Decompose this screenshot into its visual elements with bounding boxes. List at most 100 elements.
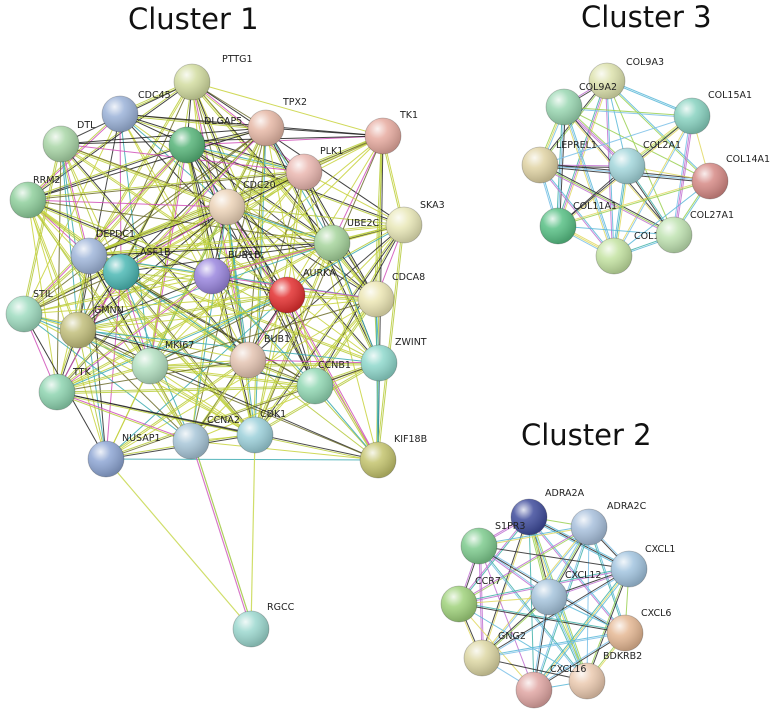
node-ccnb1[interactable]: CCNB1 [296, 360, 351, 405]
edge-bub1b-ttk [56, 275, 213, 393]
edge-tpx2-dtl [60, 127, 267, 145]
node-leprel1[interactable]: LEPREL1 [521, 140, 597, 184]
edge-s1pr3-bdkrb2 [477, 546, 587, 683]
node-gloss [230, 342, 266, 378]
node-cxcl16[interactable]: CXCL16 [515, 664, 586, 709]
node-dlgap5[interactable]: DLGAP5 [168, 116, 242, 164]
node-depdc1[interactable]: DEPDC1 [70, 229, 135, 275]
edge-ube2c-depdc1 [88, 240, 332, 255]
node-cdca8[interactable]: CDCA8 [357, 272, 425, 318]
edge-tk1-dtl [60, 135, 384, 145]
node-mki67[interactable]: MKI67 [131, 340, 194, 385]
node-gloss [531, 579, 567, 615]
node-col15a1[interactable]: COL15A1 [673, 90, 752, 135]
node-gng2[interactable]: GNG2 [463, 631, 526, 677]
node-cxcl1[interactable]: CXCL1 [610, 544, 675, 588]
edge-pttg1-gmnn [77, 81, 193, 331]
edge-leprel1-col18a1 [539, 164, 615, 257]
edge-pttg1-cdca8 [190, 82, 376, 301]
node-label: ADRA2C [607, 501, 647, 512]
node-col27a1[interactable]: COL27A1 [655, 210, 734, 254]
edge-plk1-stil [23, 171, 305, 315]
node-cxcl12[interactable]: CXCL12 [530, 570, 601, 616]
node-col11a1[interactable]: COL11A1 [539, 201, 617, 245]
node-ska3[interactable]: SKA3 [385, 200, 445, 244]
edge-tk1-asf1b [120, 135, 384, 273]
node-label: ADRA2A [545, 488, 585, 499]
node-adra2c[interactable]: ADRA2C [570, 501, 647, 546]
node-label: RGCC [267, 602, 295, 613]
node-ttk[interactable]: TTK [38, 367, 91, 411]
node-label: TPX2 [282, 97, 307, 108]
node-bdkrb2[interactable]: BDKRB2 [568, 651, 642, 700]
node-bub1[interactable]: BUB1 [229, 334, 290, 379]
edge-col14a1-col18a1 [613, 180, 711, 257]
edge-gmnn-ccnb1 [77, 329, 316, 387]
node-bub1b[interactable]: BUB1B [193, 250, 261, 295]
edge-bub1b-zwint [211, 275, 380, 364]
node-rgcc[interactable]: RGCC [232, 602, 295, 648]
node-gloss [692, 163, 728, 199]
node-col9a3[interactable]: COL9A3 [588, 57, 664, 100]
node-asf1b[interactable]: ASF1B [102, 247, 171, 291]
edge-cdc20-cdk1 [224, 207, 254, 436]
node-cdk1[interactable]: CDK1 [236, 409, 286, 454]
node-cxcl6[interactable]: CXCL6 [606, 608, 671, 652]
node-label: CXCL16 [550, 664, 586, 675]
edge-pttg1-plk1 [191, 81, 305, 173]
node-plk1[interactable]: PLK1 [285, 146, 343, 191]
node-gloss [248, 110, 284, 146]
node-label: CXCL12 [565, 570, 601, 581]
node-aurka[interactable]: AURKA [268, 268, 336, 314]
node-adra2a[interactable]: ADRA2A [510, 488, 585, 536]
edge-adra2c-s1pr3 [478, 526, 590, 547]
edge-tpx2-tk1 [265, 127, 384, 137]
node-zwint[interactable]: ZWINT [360, 337, 427, 382]
node-gloss [511, 499, 547, 535]
edge-gmnn-cdk1 [76, 330, 255, 437]
edge-col14a1-col11a1 [557, 180, 711, 227]
edge-adra2c-cxcl6 [589, 526, 627, 633]
edge-aurka-stil [23, 294, 288, 315]
edge-tk1-cdk1 [254, 135, 384, 436]
node-kif18b[interactable]: KIF18B [359, 434, 427, 479]
node-gloss [674, 98, 710, 134]
edge-pttg1-ska3 [191, 81, 405, 226]
edge-ube2c-depdc1 [88, 242, 333, 257]
node-nusap1[interactable]: NUSAP1 [87, 433, 161, 478]
node-tk1[interactable]: TK1 [364, 110, 418, 155]
node-ccr7[interactable]: CCR7 [440, 576, 501, 623]
edge-dtl-stil [23, 143, 62, 315]
node-pttg1[interactable]: PTTG1 [173, 54, 253, 101]
edge-ska3-depdc1 [88, 224, 405, 257]
node-cdc45[interactable]: CDC45 [101, 90, 171, 133]
edge-bub1-zwint [247, 359, 380, 364]
node-gmnn[interactable]: GMNN [59, 305, 124, 349]
node-s1pr3[interactable]: S1PR3 [460, 521, 525, 565]
edge-cdc45-asf1b [119, 113, 122, 273]
node-tpx2[interactable]: TPX2 [247, 97, 307, 147]
node-ccna2[interactable]: CCNA2 [172, 415, 240, 460]
node-col2a1[interactable]: COL2A1 [608, 140, 681, 185]
edge-cxcl6-gng2 [481, 631, 625, 658]
node-ube2c[interactable]: UBE2C [313, 218, 380, 262]
node-gloss [571, 509, 607, 545]
node-label: DTL [77, 120, 96, 131]
node-col18a1[interactable]: COL18A1 [595, 231, 678, 275]
edge-nusap1-kif18b [105, 458, 379, 461]
node-gloss [102, 96, 138, 132]
edge-adra2a-gng2 [481, 516, 530, 659]
node-stil[interactable]: STIL [5, 289, 54, 333]
node-col9a2[interactable]: COL9A2 [545, 82, 617, 126]
node-gloss [386, 207, 422, 243]
node-cdc20[interactable]: CDC20 [208, 180, 276, 226]
edge-plk1-aurka [286, 171, 305, 296]
node-col14a1[interactable]: COL14A1 [691, 154, 770, 200]
node-gloss [43, 126, 79, 162]
edge-col15a1-col27a1 [674, 116, 694, 236]
node-rrm2[interactable]: RRM2 [9, 175, 60, 219]
node-gloss [569, 663, 605, 699]
node-label: BDKRB2 [603, 651, 642, 662]
node-dtl[interactable]: DTL [42, 120, 96, 163]
